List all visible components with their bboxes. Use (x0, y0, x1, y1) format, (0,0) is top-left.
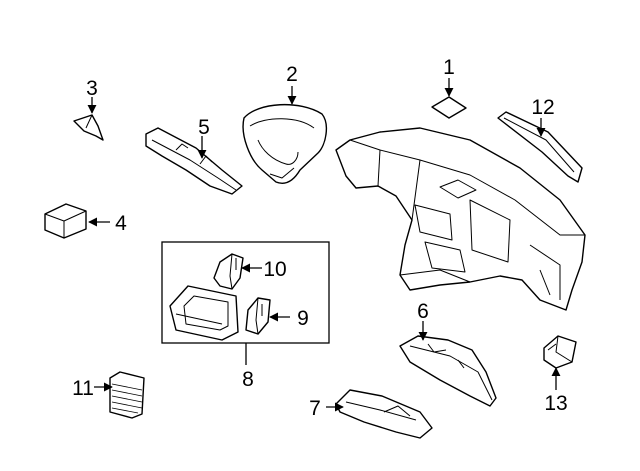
part-bezel[interactable] (169, 285, 239, 341)
callout-12: 12 (531, 96, 554, 119)
callout-2: 2 (286, 63, 298, 86)
callout-7: 7 (309, 397, 321, 420)
part-1-pad[interactable] (431, 96, 467, 119)
callout-4: 4 (115, 212, 127, 235)
part-2-airbag-cover[interactable] (242, 104, 328, 184)
callout-5: 5 (198, 116, 210, 139)
part-10-vent[interactable] (213, 253, 244, 290)
part-7-lower-cover[interactable] (335, 389, 433, 439)
callout-1: 1 (443, 56, 455, 79)
part-13-switch[interactable] (543, 335, 577, 369)
callout-11: 11 (72, 377, 94, 400)
part-5-duct[interactable] (145, 127, 243, 195)
callout-9: 9 (297, 307, 309, 330)
part-12-trim-strip[interactable] (497, 111, 583, 183)
part-4-module[interactable] (44, 203, 87, 239)
callout-8: 8 (242, 368, 254, 391)
leader-lines (87, 78, 561, 412)
part-11-cover-plate[interactable] (109, 371, 145, 419)
callout-labels: 1 2 3 4 5 6 7 8 9 10 11 12 13 (72, 56, 568, 420)
instrument-panel[interactable] (335, 127, 586, 311)
part-3-bracket[interactable] (73, 114, 104, 141)
callout-13: 13 (544, 392, 567, 415)
part-9-vent[interactable] (245, 297, 271, 335)
part-6-glove-box[interactable] (399, 335, 497, 407)
callout-6: 6 (417, 300, 429, 323)
callout-10: 10 (263, 258, 286, 281)
callout-3: 3 (86, 77, 98, 100)
